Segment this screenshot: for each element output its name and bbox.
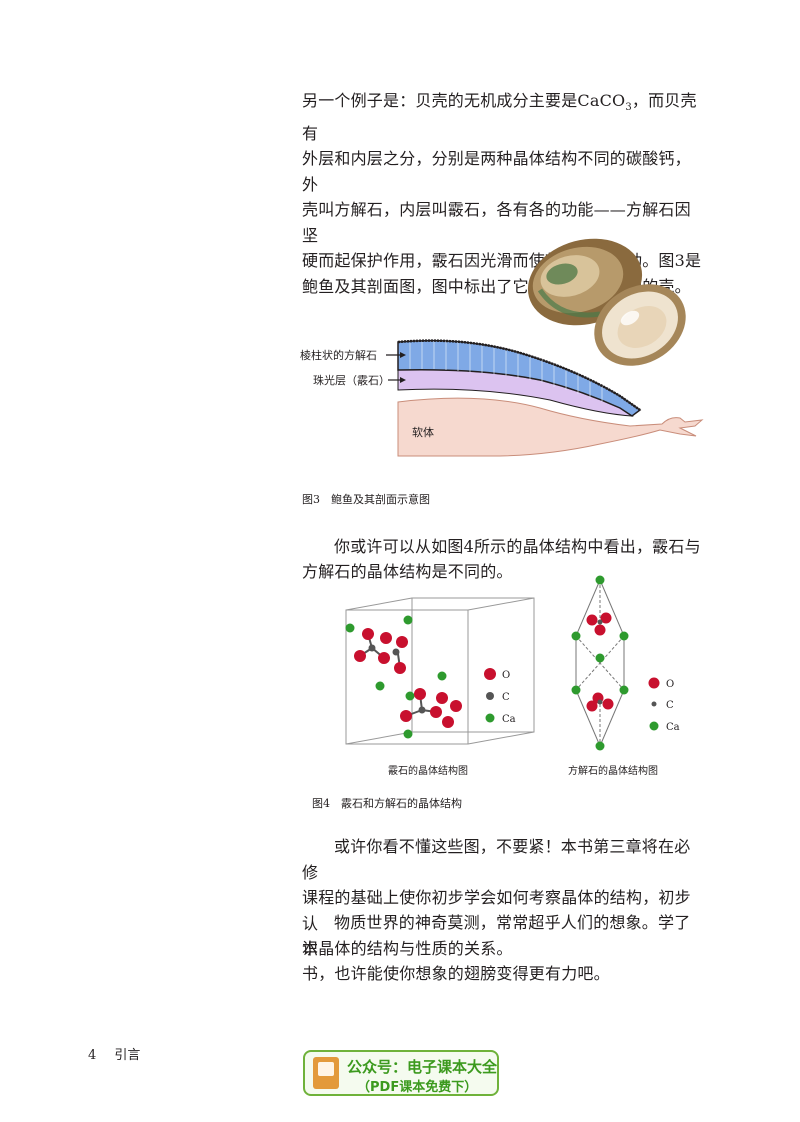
calcite-title: 方解石的晶体结构图	[568, 764, 658, 777]
book-icon	[313, 1057, 339, 1089]
soft-body-region	[397, 397, 704, 457]
calcite-atoms	[571, 575, 629, 751]
oxygen-atom	[602, 698, 614, 710]
calcium-atom	[403, 615, 413, 625]
label-calcite: 棱柱状的方解石	[300, 348, 377, 362]
figure-3-caption: 图3 鲍鱼及其剖面示意图	[302, 493, 430, 506]
arrow-aragonite-head	[400, 377, 406, 383]
oxygen-atom	[396, 636, 408, 648]
p1-line1: 另一个例子是：贝壳的无机成分主要是CaCO	[302, 91, 626, 110]
p2-line2: 方解石的晶体结构是不同的。	[302, 562, 513, 581]
svg-text:Ca: Ca	[502, 714, 516, 725]
calcium-atom	[571, 631, 581, 641]
abalone-shell-inner	[594, 284, 686, 366]
svg-text:C: C	[502, 692, 510, 703]
carbon-atom	[392, 648, 400, 656]
promo-banner[interactable]: 公众号：电子课本大全 （PDF课本免费下）	[303, 1050, 499, 1096]
carbon-atom	[368, 644, 376, 652]
calcium-atom	[375, 681, 385, 691]
oxygen-atom	[586, 700, 598, 712]
svg-text:Ca: Ca	[666, 722, 680, 733]
oxygen-atom	[600, 612, 612, 624]
p4-line2: 书，也许能使你想象的翅膀变得更有力吧。	[302, 964, 610, 983]
calcite-striations	[409, 341, 603, 402]
p3-line1: 或许你看不懂这些图，不要紧！本书第三章将在必修	[302, 837, 691, 882]
calcium-atom	[619, 685, 629, 695]
shell-outer-edge	[397, 339, 641, 412]
calcium-atom	[595, 653, 605, 663]
calcium-atom	[595, 741, 605, 751]
paragraph-4: 物质世界的神奇莫测，常常超乎人们的想象。学了本 书，也许能使你想象的翅膀变得更有…	[302, 910, 704, 987]
oxygen-atom	[442, 716, 454, 728]
arrow-calcite-head	[400, 352, 406, 358]
oxygen-atom	[450, 700, 462, 712]
svg-text:C: C	[666, 700, 674, 711]
aragonite-legend: O C Ca	[484, 668, 516, 725]
paragraph-2: 你或许可以从如图4所示的晶体结构中看出，霰石与	[302, 534, 704, 560]
oxygen-atom	[594, 624, 606, 636]
carbon-atom	[418, 706, 426, 714]
aragonite-atoms	[345, 615, 462, 739]
calcium-atom	[571, 685, 581, 695]
page-number: 4	[88, 1048, 97, 1063]
figure-3-abalone-diagram: 棱柱状的方解石 珠光层（霰石） 软体	[300, 238, 704, 457]
oxygen-atom	[400, 710, 412, 722]
calcium-atom	[595, 575, 605, 585]
oxygen-atom	[436, 692, 448, 704]
calcium-atom	[405, 691, 415, 701]
aragonite-title: 霰石的晶体结构图	[388, 764, 468, 777]
oxygen-atom	[354, 650, 366, 662]
chapter-name: 引言	[114, 1048, 141, 1063]
p3-line2: 课程的基础上使你初步学会如何考察晶体的结构，初步认	[302, 888, 691, 933]
oxygen-atom	[430, 706, 442, 718]
label-aragonite: 珠光层（霰石）	[313, 373, 390, 387]
calcite-unit-cell	[575, 579, 625, 747]
p1-subscript: 3	[625, 102, 632, 114]
oxygen-atom	[414, 688, 426, 700]
carbon-atom	[597, 619, 603, 625]
paragraph-3: 或许你看不懂这些图，不要紧！本书第三章将在必修 课程的基础上使你初步学会如何考察…	[302, 834, 704, 962]
oxygen-atom	[378, 652, 390, 664]
figure-4-caption: 图4 霰石和方解石的晶体结构	[312, 797, 462, 810]
oxygen-atom	[380, 632, 392, 644]
banner-line-2: （PDF课本免费下）	[357, 1080, 478, 1095]
oxygen-atom	[394, 662, 406, 674]
calcium-atom	[403, 729, 413, 739]
carbon-atom	[597, 699, 603, 705]
svg-text:O: O	[666, 679, 674, 690]
label-soft-body: 软体	[412, 425, 434, 439]
banner-line-1: 公众号：电子课本大全	[347, 1058, 498, 1076]
page-footer: 4 引言	[88, 1044, 140, 1063]
p2-line1: 你或许可以从如图4所示的晶体结构中看出，霰石与	[334, 537, 701, 556]
oxygen-atom	[362, 628, 374, 640]
aragonite-unit-cell	[345, 597, 535, 745]
p4-line1: 物质世界的神奇莫测，常常超乎人们的想象。学了本	[302, 913, 691, 958]
p1-line3: 壳叫方解石，内层叫霰石，各有各的功能——方解石因坚	[302, 200, 691, 245]
oxygen-atom	[586, 614, 598, 626]
paragraph-2-cont: 方解石的晶体结构是不同的。	[302, 559, 704, 585]
calcium-atom	[619, 631, 629, 641]
calcium-atom	[345, 623, 355, 633]
p1-line1-tail: ，而贝壳有	[302, 91, 697, 143]
calcium-atom	[437, 671, 447, 681]
svg-text:O: O	[502, 670, 510, 681]
figure-4-crystal-structures: O C Ca 霰石的晶体结构图 O	[345, 575, 680, 777]
calcite-legend: O C Ca	[648, 677, 680, 733]
p3-line3: 识晶体的结构与性质的关系。	[302, 939, 513, 958]
p1-line2: 外层和内层之分，分别是两种晶体结构不同的碳酸钙，外	[302, 149, 691, 194]
